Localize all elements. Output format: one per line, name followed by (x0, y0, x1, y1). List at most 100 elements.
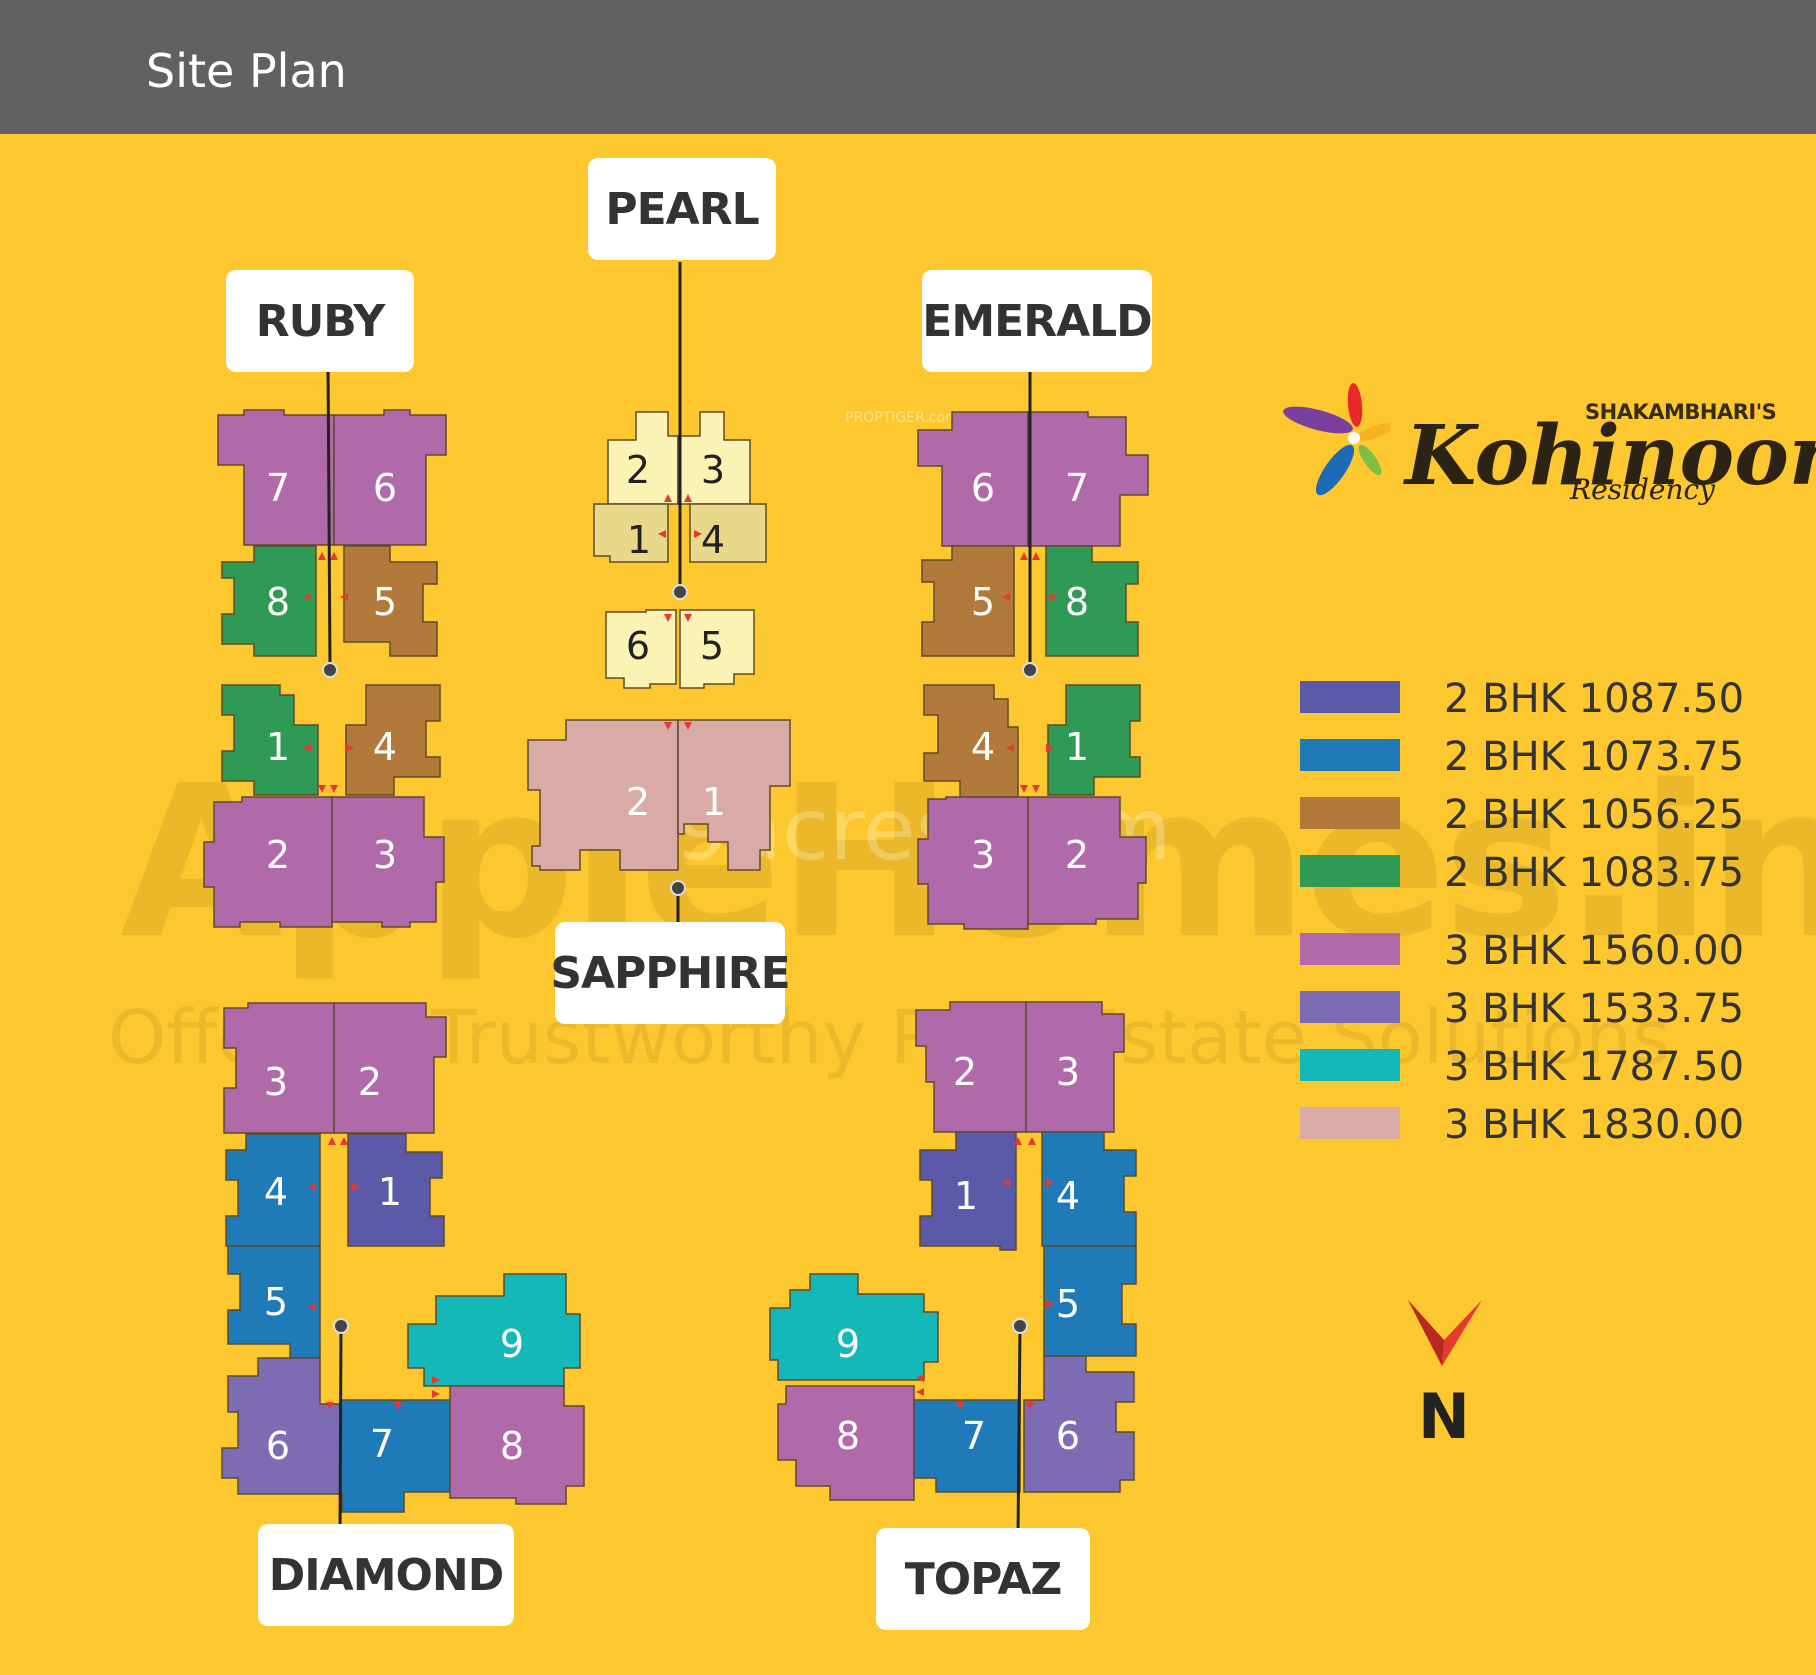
sapphire-unit-2[interactable] (527, 719, 679, 871)
legend-swatch (1300, 739, 1400, 771)
page-title: Site Plan (146, 44, 347, 98)
diamond-unit-8[interactable] (449, 1385, 585, 1505)
ruby-label-3: 3 (373, 833, 397, 877)
block-pearl: 2 3 1 4 6 5 (593, 262, 767, 689)
brand-name: Kohinoor (1405, 408, 1816, 504)
diamond-unit-3[interactable] (223, 1002, 335, 1134)
topaz-unit-6[interactable] (1023, 1355, 1135, 1493)
brand-developer: SHAKAMBHARI'S (1585, 400, 1777, 424)
diamond-label-9: 9 (500, 1322, 524, 1366)
emerald-label-4: 4 (971, 725, 995, 769)
block-diamond: 3 2 4 1 5 9 6 7 8 (221, 1002, 585, 1537)
diamond-unit-7[interactable] (339, 1399, 451, 1513)
block-label-pearl[interactable]: PEARL (588, 158, 776, 260)
emerald-label-6: 6 (971, 466, 995, 510)
emerald-unit-1[interactable] (1047, 684, 1141, 796)
legend-item: 3 BHK 1533.75 (1300, 986, 1750, 1032)
ruby-unit-3[interactable] (331, 796, 445, 928)
emerald-unit-3[interactable] (917, 796, 1029, 930)
emerald-label-8: 8 (1065, 580, 1089, 624)
legend-item: 3 BHK 1830.00 (1300, 1102, 1750, 1148)
ruby-label-6: 6 (373, 466, 397, 510)
ruby-label-7: 7 (266, 466, 290, 510)
ruby-unit-2[interactable] (203, 796, 333, 928)
ruby-label-5: 5 (373, 580, 397, 624)
legend-swatch (1300, 681, 1400, 713)
pearl-unit-1[interactable] (593, 503, 669, 563)
legend-label: 2 BHK 1083.75 (1444, 850, 1745, 896)
topaz-unit-1[interactable] (919, 1131, 1017, 1251)
emerald-unit-2[interactable] (1027, 796, 1147, 925)
north-indicator: N (1400, 1296, 1490, 1453)
brand-logo: SHAKAMBHARI'S Kohinoor Residency (1280, 380, 1816, 520)
sapphire-unit-1[interactable] (677, 719, 791, 871)
emerald-label-7: 7 (1065, 466, 1089, 510)
legend-item: 3 BHK 1560.00 (1300, 928, 1750, 974)
diamond-label-7: 7 (370, 1422, 394, 1466)
diamond-unit-9[interactable] (407, 1273, 581, 1387)
sapphire-label-2: 2 (626, 780, 650, 824)
legend-item: 2 BHK 1056.25 (1300, 792, 1750, 838)
legend-swatch (1300, 797, 1400, 829)
topaz-label-8: 8 (836, 1414, 860, 1458)
emerald-label-3: 3 (971, 833, 995, 877)
block-ruby: 7 6 8 5 1 4 2 3 (203, 361, 447, 928)
legend-swatch (1300, 933, 1400, 965)
emerald-label-5: 5 (971, 580, 995, 624)
topaz-label-4: 4 (1056, 1174, 1080, 1218)
ruby-unit-4[interactable] (345, 684, 441, 796)
topaz-label-5: 5 (1056, 1282, 1080, 1326)
topaz-label-3: 3 (1056, 1050, 1080, 1094)
legend-item: 3 BHK 1787.50 (1300, 1044, 1750, 1090)
block-label-emerald[interactable]: EMERALD (922, 270, 1153, 372)
ruby-unit-1[interactable] (221, 684, 319, 796)
ruby-unit-8[interactable] (221, 545, 317, 657)
legend-swatch (1300, 991, 1400, 1023)
sapphire-label-1: 1 (702, 780, 726, 824)
flower-logo-icon (1283, 383, 1390, 496)
ruby-label-8: 8 (266, 580, 290, 624)
diamond-label-8: 8 (500, 1424, 524, 1468)
ruby-label-4: 4 (373, 725, 397, 769)
topaz-label-2: 2 (953, 1050, 977, 1094)
block-label-topaz[interactable]: TOPAZ (876, 1528, 1090, 1630)
emerald-unit-8[interactable] (1045, 545, 1139, 657)
legend-label: 2 BHK 1087.50 (1444, 676, 1745, 722)
block-label-diamond[interactable]: DIAMOND (258, 1524, 514, 1626)
ruby-unit-5[interactable] (343, 545, 438, 657)
block-label-ruby[interactable]: RUBY (226, 270, 414, 372)
block-topaz: 2 3 1 4 9 5 8 7 6 (769, 1001, 1137, 1537)
brand-subtitle: Residency (1570, 473, 1716, 506)
diamond-label-5: 5 (264, 1280, 288, 1324)
legend-label: 3 BHK 1560.00 (1444, 928, 1745, 974)
diamond-unit-5[interactable] (227, 1245, 321, 1359)
emerald-unit-5[interactable] (921, 545, 1015, 657)
topaz-label-9: 9 (836, 1322, 860, 1366)
legend-label: 2 BHK 1056.25 (1444, 792, 1745, 838)
pearl-label-1: 1 (627, 518, 651, 562)
pearl-unit-6[interactable] (605, 609, 677, 689)
pearl-label-2: 2 (626, 448, 650, 492)
legend-label: 2 BHK 1073.75 (1444, 734, 1745, 780)
north-label: N (1418, 1380, 1470, 1453)
pearl-unit-5[interactable] (679, 609, 755, 689)
legend-label: 3 BHK 1830.00 (1444, 1102, 1745, 1148)
diamond-unit-4[interactable] (225, 1133, 321, 1247)
legend-swatch (1300, 1049, 1400, 1081)
legend-swatch (1300, 1107, 1400, 1139)
emerald-label-2: 2 (1065, 833, 1089, 877)
block-sapphire: 2 1 (527, 719, 791, 950)
diamond-unit-1[interactable] (347, 1133, 445, 1247)
block-label-sapphire[interactable]: SAPPHIRE (550, 922, 791, 1024)
topaz-unit-9[interactable] (769, 1273, 939, 1381)
ruby-unit-6[interactable] (333, 409, 447, 546)
legend-swatch (1300, 855, 1400, 887)
pearl-unit-4[interactable] (689, 503, 767, 563)
topaz-unit-2[interactable] (915, 1001, 1027, 1133)
legend-item: 2 BHK 1087.50 (1300, 676, 1750, 722)
diamond-unit-2[interactable] (333, 1002, 447, 1134)
ruby-label-1: 1 (266, 725, 290, 769)
diamond-unit-6[interactable] (221, 1357, 341, 1495)
legend-item: 2 BHK 1073.75 (1300, 734, 1750, 780)
